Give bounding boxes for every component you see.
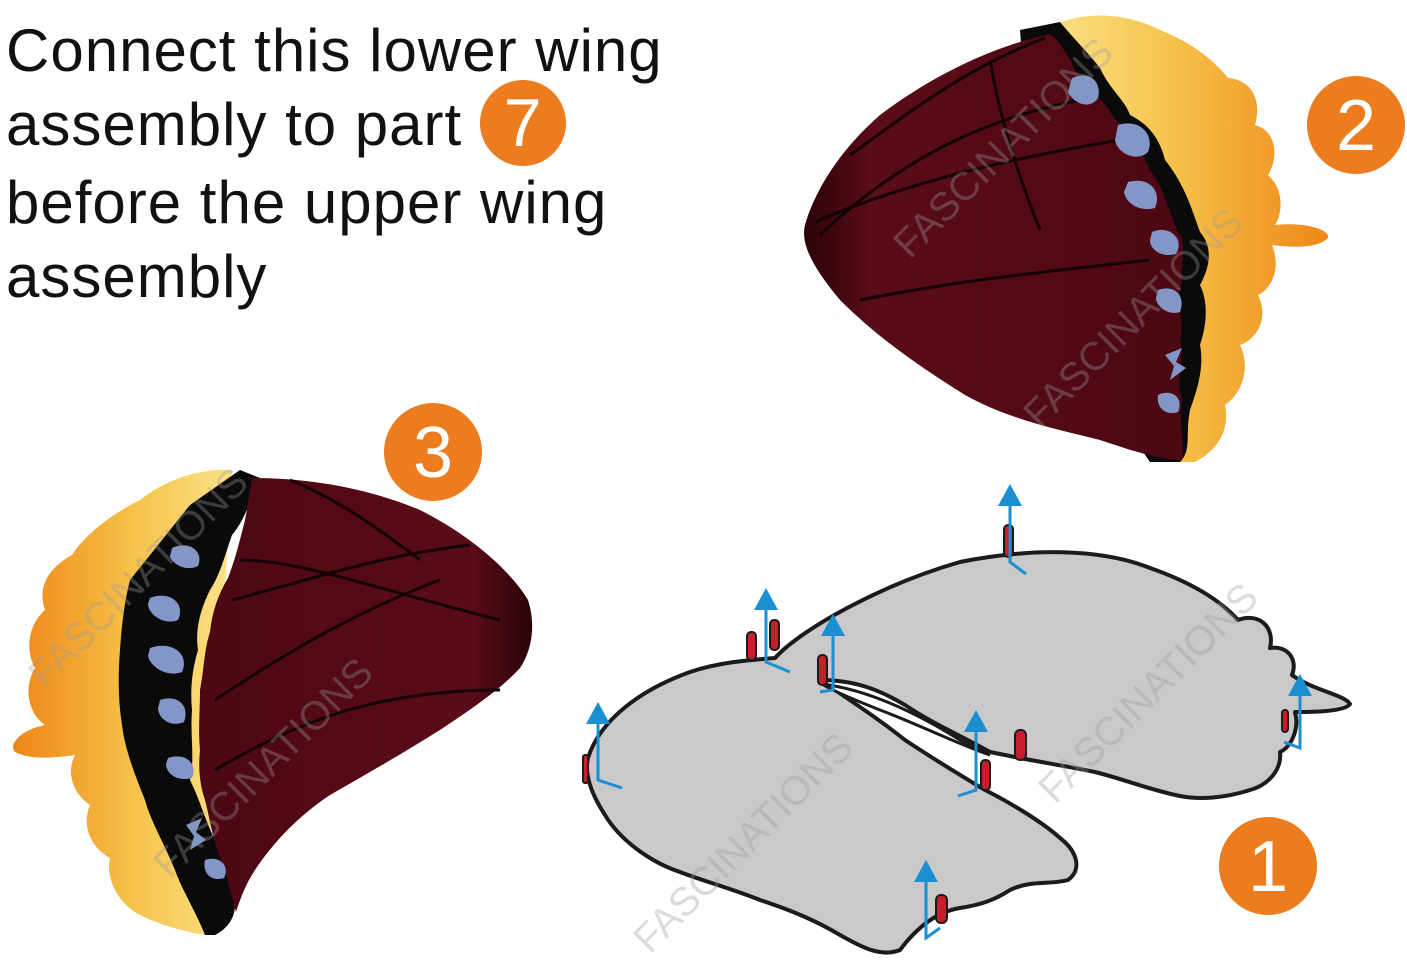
badge-2-label: 2 (1336, 86, 1376, 166)
instruction-line-2-text: assembly to part (6, 91, 462, 158)
badge-1-label: 1 (1248, 827, 1288, 907)
badge-part-1: 1 (1219, 817, 1317, 915)
wing-part-3 (13, 470, 532, 935)
instruction-line-4: assembly (6, 240, 786, 314)
badge-3-label: 3 (413, 413, 453, 493)
instruction-line-1: Connect this lower wing (6, 14, 786, 88)
badge-part-3: 3 (384, 403, 482, 501)
badge-part-2: 2 (1307, 76, 1405, 174)
instruction-text: Connect this lower wing assembly to part… (6, 14, 786, 314)
part-7-badge: 7 (480, 80, 566, 166)
instruction-line-3: before the upper wing (6, 166, 786, 240)
